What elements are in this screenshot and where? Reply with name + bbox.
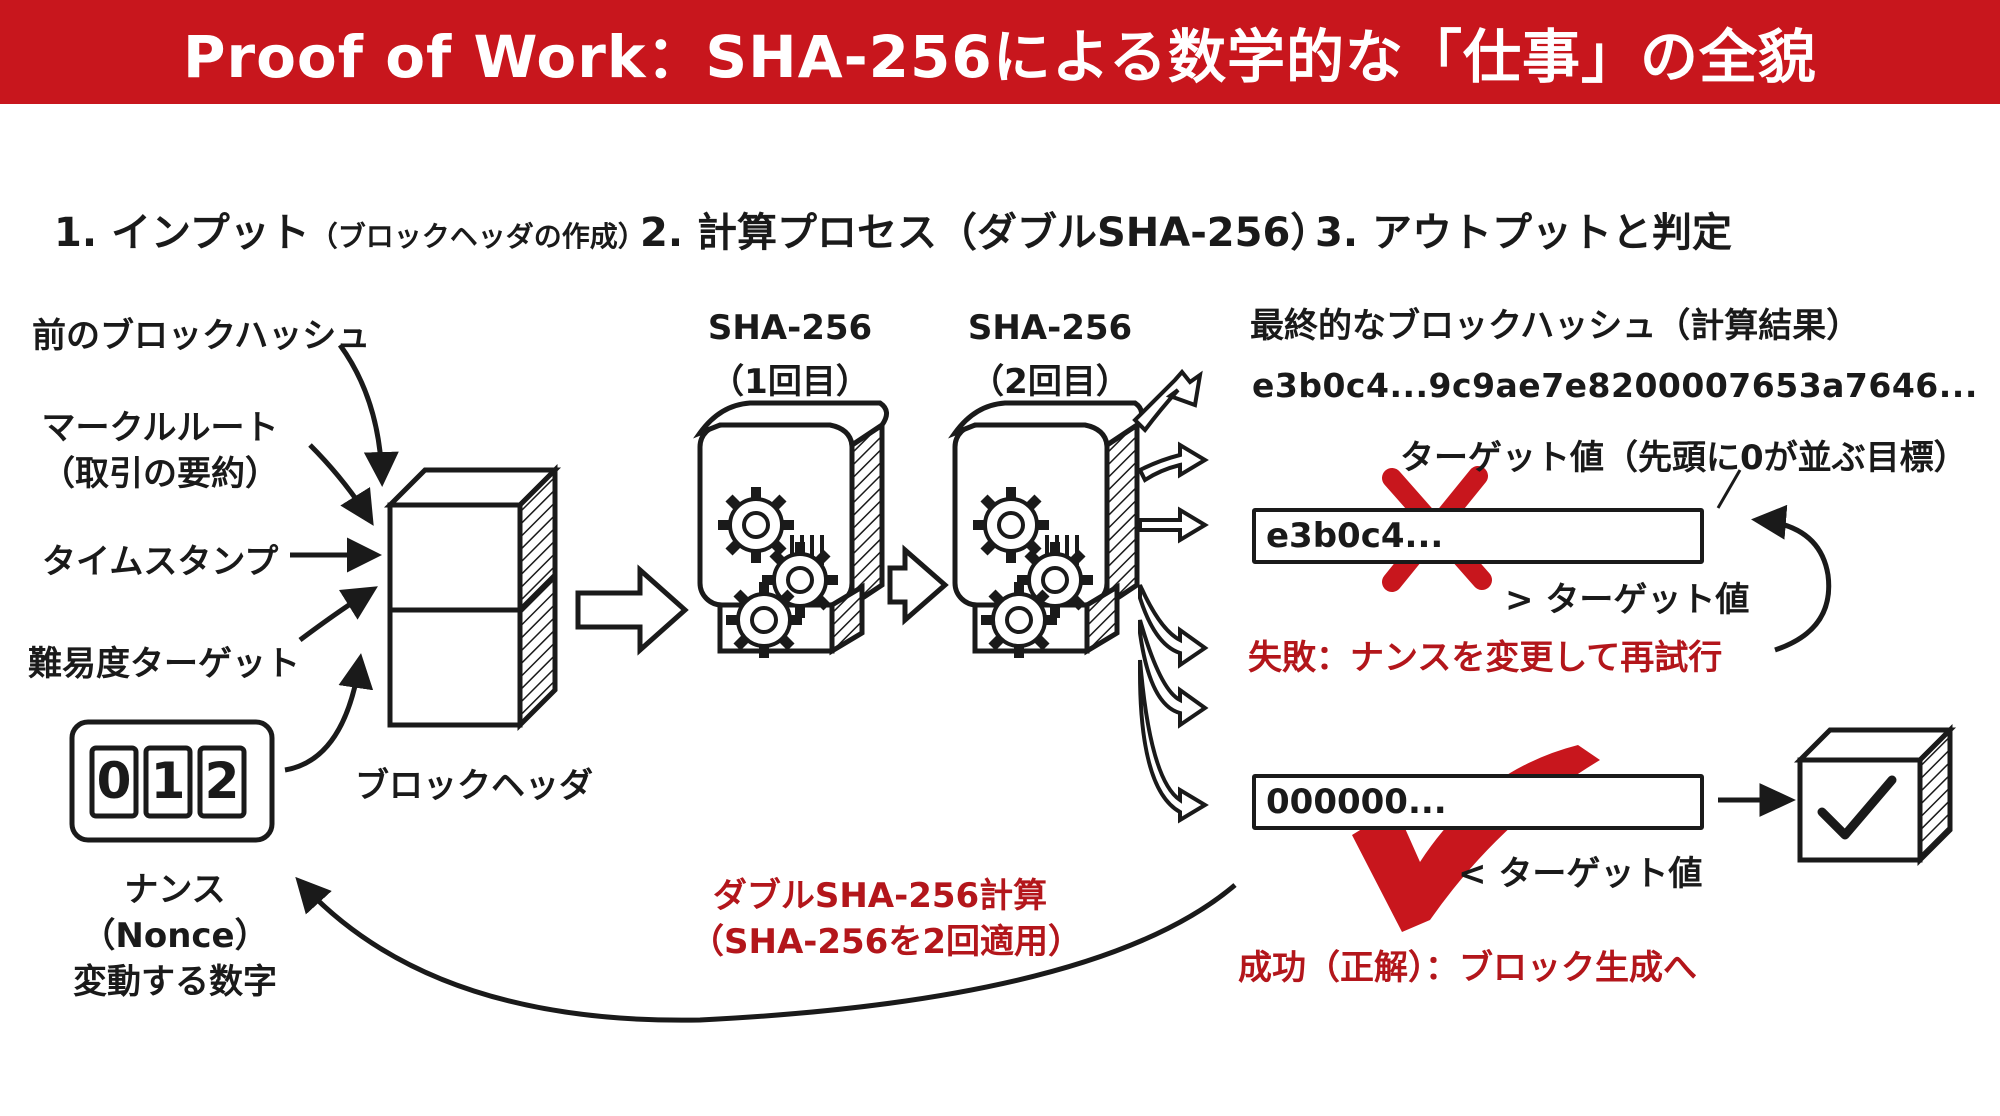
retry-loop-arrow bbox=[1751, 504, 1832, 653]
section-input-sub: （ブロックヘッダの作成） bbox=[309, 220, 646, 253]
success-comparison: < ターゲット値 bbox=[1458, 854, 1703, 894]
double-hash-caption: ダブルSHA-256計算 bbox=[712, 876, 1048, 916]
section-input-header: 1. インプット（ブロックヘッダの作成） bbox=[54, 200, 646, 258]
input-prev-hash: 前のブロックハッシュ bbox=[32, 316, 371, 356]
double-hash-caption-note: （SHA-256を2回適用） bbox=[690, 922, 1082, 962]
success-message: 成功（正解）：ブロック生成へ bbox=[1238, 948, 1697, 988]
block-header-cube bbox=[383, 463, 562, 732]
nonce-digit: 0 bbox=[96, 752, 132, 810]
nonce-digit: 2 bbox=[204, 752, 240, 810]
success-arrow bbox=[1718, 783, 1796, 817]
page-title: Proof of Work：SHA-256による数学的な「仕事」の全貌 bbox=[182, 23, 1818, 91]
title-banner: Proof of Work：SHA-256による数学的な「仕事」の全貌 bbox=[0, 0, 2000, 104]
nonce-label: ナンス bbox=[124, 870, 226, 910]
nonce-description: 変動する数字 bbox=[73, 962, 277, 1002]
input-merkle-root-note: （取引の要約） bbox=[41, 454, 279, 494]
final-hash-value: e3b0c4...9c9ae7e8200007653a7646... bbox=[1252, 366, 1978, 405]
target-label: ターゲット値（先頭に0が並ぶ目標） bbox=[1400, 438, 1968, 478]
checked-box-icon bbox=[1793, 723, 1957, 867]
fail-hash-bar: e3b0c4... bbox=[1252, 508, 1704, 564]
output-fan-arrows bbox=[1132, 368, 1209, 824]
nonce-digit: 1 bbox=[150, 752, 186, 810]
section-output-header: 3. アウトプットと判定 bbox=[1315, 210, 1732, 256]
success-hash-value: 000000... bbox=[1266, 782, 1447, 822]
input-arrows bbox=[284, 343, 399, 773]
header-to-hash-arrow bbox=[575, 564, 689, 656]
block-header-label: ブロックヘッダ bbox=[355, 766, 593, 806]
hasher-1-round: （1回目） bbox=[710, 362, 870, 402]
input-difficulty-target: 難易度ターゲット bbox=[28, 644, 300, 684]
gear-icon bbox=[981, 582, 1057, 658]
input-merkle-root: マークルルート bbox=[41, 408, 279, 448]
return-to-nonce-arrow bbox=[295, 876, 1237, 1023]
input-timestamp: タイムスタンプ bbox=[42, 542, 279, 582]
nonce-counter bbox=[69, 719, 275, 843]
gear-icon bbox=[973, 487, 1049, 563]
gear-icon bbox=[726, 582, 802, 658]
nonce-label-english: （Nonce） bbox=[81, 916, 269, 956]
hasher-1-name: SHA-256 bbox=[707, 308, 873, 348]
section-input-main: 1. インプット bbox=[54, 210, 310, 256]
fail-comparison: > ターゲット値 bbox=[1505, 580, 1750, 620]
fail-message: 失敗：ナンスを変更して再試行 bbox=[1248, 638, 1723, 678]
final-hash-label: 最終的なブロックハッシュ（計算結果） bbox=[1250, 306, 1861, 346]
hasher-2-name: SHA-256 bbox=[967, 308, 1133, 348]
hash1-to-hash2-arrow bbox=[887, 544, 949, 626]
target-leader bbox=[1716, 469, 1742, 509]
success-hash-bar: 000000... bbox=[1252, 774, 1704, 830]
gear-icon bbox=[718, 487, 794, 563]
hasher-2-round: （2回目） bbox=[970, 362, 1130, 402]
fail-hash-value: e3b0c4... bbox=[1266, 516, 1444, 556]
section-process-header: 2. 計算プロセス（ダブルSHA-256） bbox=[640, 210, 1331, 256]
